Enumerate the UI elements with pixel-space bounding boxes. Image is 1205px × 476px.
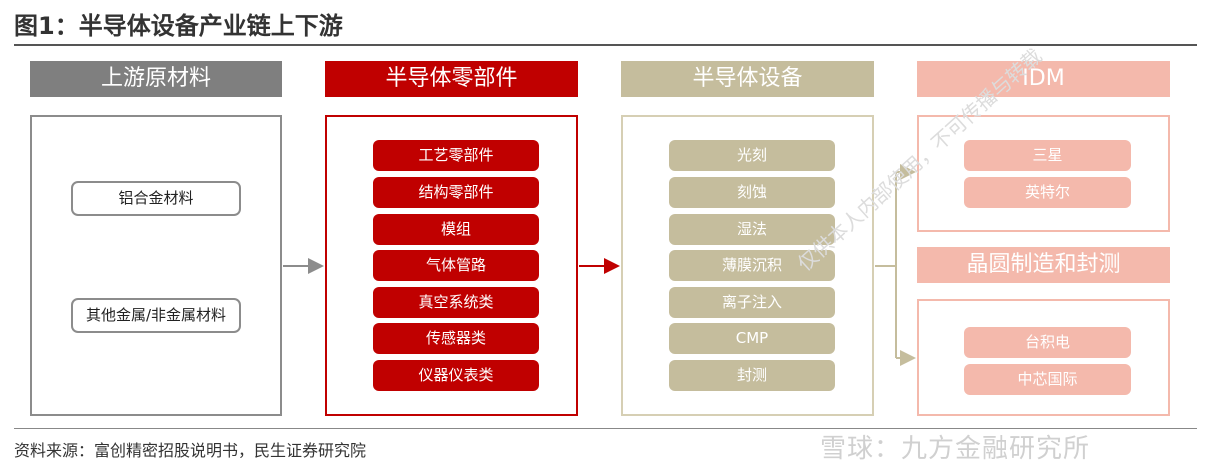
- source-divider: [14, 428, 1197, 429]
- part-item: 结构零部件: [373, 177, 539, 208]
- upstream-box: [30, 115, 282, 416]
- figure-title: 图1：半导体设备产业链上下游: [14, 12, 343, 40]
- header-parts: 半导体零部件: [325, 61, 578, 97]
- parts-box: [325, 115, 578, 416]
- header-idm: IDM: [917, 61, 1170, 97]
- part-item: 真空系统类: [373, 287, 539, 318]
- idm-item: 三星: [964, 140, 1131, 171]
- foundry-item: 台积电: [964, 327, 1131, 358]
- material-item: 其他金属/非金属材料: [71, 298, 241, 333]
- equipment-item: 光刻: [669, 140, 835, 171]
- foundry-box: [917, 299, 1170, 416]
- title-divider: [14, 44, 1197, 46]
- equipment-box: [621, 115, 874, 416]
- part-item: 工艺零部件: [373, 140, 539, 171]
- arrow-equipment-to-downstream: [875, 171, 914, 359]
- equipment-item: 薄膜沉积: [669, 250, 835, 281]
- header-foundry: 晶圆制造和封测: [917, 247, 1170, 283]
- header-upstream: 上游原材料: [30, 61, 282, 97]
- idm-box: [917, 115, 1170, 232]
- source-note: 资料来源：富创精密招股说明书，民生证券研究院: [14, 441, 367, 460]
- equipment-item: 离子注入: [669, 287, 835, 318]
- idm-item: 英特尔: [964, 177, 1131, 208]
- part-item: 模组: [373, 214, 539, 245]
- equipment-item: 封测: [669, 360, 835, 391]
- equipment-item: 刻蚀: [669, 177, 835, 208]
- equipment-item: 湿法: [669, 214, 835, 245]
- part-item: 仪器仪表类: [373, 360, 539, 391]
- equipment-item: CMP: [669, 323, 835, 354]
- foundry-item: 中芯国际: [964, 364, 1131, 395]
- header-equipment: 半导体设备: [621, 61, 874, 97]
- material-item: 铝合金材料: [71, 181, 241, 216]
- part-item: 气体管路: [373, 250, 539, 281]
- watermark-logo: 雪球：九方金融研究所: [820, 434, 1091, 464]
- part-item: 传感器类: [373, 323, 539, 354]
